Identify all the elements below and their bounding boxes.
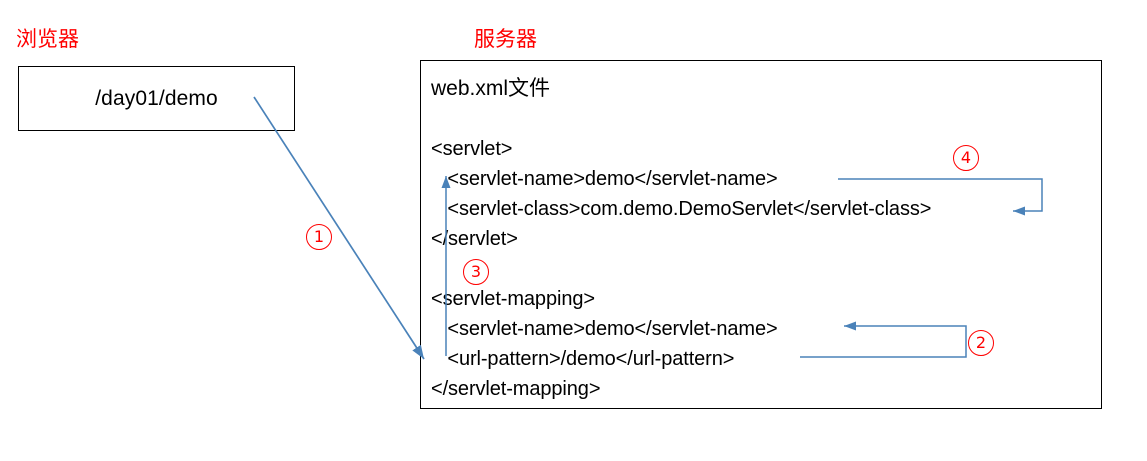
code-line-servlet-close: </servlet>	[431, 228, 518, 250]
browser-section-title: 浏览器	[16, 27, 79, 51]
code-line-servlet-mapping-close: </servlet-mapping>	[431, 378, 601, 400]
code-line-mapping-servlet-name: <servlet-name>demo</servlet-name>	[431, 318, 778, 340]
code-line-servlet-open: <servlet>	[431, 138, 513, 160]
server-section-title: 服务器	[474, 27, 537, 51]
step-marker-4: 4	[953, 145, 979, 171]
step-marker-1: 1	[306, 224, 332, 250]
code-line-servlet-class: <servlet-class>com.demo.DemoServlet</ser…	[431, 198, 932, 220]
browser-url-text: /day01/demo	[95, 86, 218, 110]
code-line-servlet-name: <servlet-name>demo</servlet-name>	[431, 168, 778, 190]
code-line-servlet-mapping-open: <servlet-mapping>	[431, 288, 595, 310]
code-line-url-pattern: <url-pattern>/demo</url-pattern>	[431, 348, 735, 370]
step-marker-2: 2	[968, 330, 994, 356]
webxml-file-label: web.xml文件	[431, 77, 551, 100]
arrow-1-request-path	[253, 96, 425, 360]
step-marker-3: 3	[463, 259, 489, 285]
